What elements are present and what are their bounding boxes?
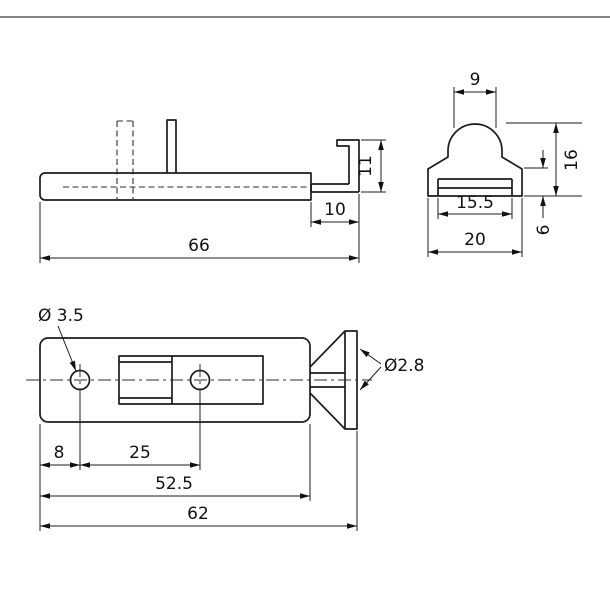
plate-outline (39, 337, 311, 423)
dim-text-overall-length: 62 (187, 504, 209, 524)
keeper-end-inner-lines (437, 178, 513, 196)
dim-text-keeper-height: 11 (356, 155, 376, 177)
dim-text-top-width: 9 (470, 70, 481, 90)
leader-hole-diameter (57, 325, 77, 372)
label-pin-diameter: Ø2.8 (384, 356, 424, 376)
base-plate-outline (39, 172, 312, 201)
dim-text-base-height: 6 (534, 225, 554, 236)
extension-lines (427, 87, 582, 257)
keeper-bracket-outline (310, 139, 360, 193)
label-hole-diameter: Ø 3.5 (38, 306, 84, 326)
end-view: 9 16 15.5 6 20 (427, 70, 582, 257)
dim-text-overall-width: 20 (464, 230, 486, 250)
slide-slot-outline (118, 355, 264, 405)
leader-pin-diameter-upper (359, 348, 382, 365)
leader-pin-diameter-lower (359, 366, 382, 391)
dim-text-overall-length: 66 (188, 236, 210, 256)
hidden-knob-lines (116, 120, 134, 199)
hole-center-marks (79, 364, 201, 396)
keeper-plan-outline (309, 330, 358, 430)
dim-text-edge-to-hole: 8 (54, 443, 65, 463)
dim-text-hole-spacing: 25 (129, 443, 151, 463)
dim-text-plate-length: 52.5 (155, 474, 193, 494)
dim-text-inner-width: 15.5 (456, 193, 494, 213)
bolt-knob-outline (166, 119, 177, 173)
dim-text-overall-height: 16 (562, 149, 582, 171)
dim-text-foot-length: 10 (324, 200, 346, 220)
extension-lines (39, 139, 386, 263)
side-view: 66 10 11 (39, 119, 386, 263)
extension-lines (39, 393, 358, 531)
plan-view: Ø 3.5 Ø2.8 8 25 52.5 62 (26, 306, 424, 531)
keeper-end-outline (427, 123, 523, 197)
